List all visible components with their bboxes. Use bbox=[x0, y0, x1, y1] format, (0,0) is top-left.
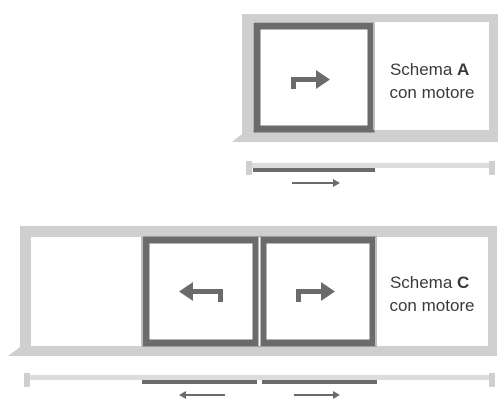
schema-a-track-panel-segment bbox=[253, 168, 375, 172]
schema-a-label: Schema A con motore bbox=[389, 60, 474, 102]
schema-c-track-right-segment bbox=[262, 380, 377, 384]
schema-c-left-direction-arrow-icon bbox=[179, 391, 225, 399]
schema-a-subtitle: con motore bbox=[389, 83, 474, 102]
arrow-turn-left-icon bbox=[179, 282, 223, 302]
schema-c-track-left-segment bbox=[142, 380, 257, 384]
schema-a-track bbox=[246, 161, 495, 175]
schema-a-group: Schema A con motore bbox=[232, 14, 498, 187]
schema-c-title-letter: C bbox=[457, 273, 469, 292]
schema-c-base bbox=[8, 347, 497, 356]
schema-a-direction-arrow-icon bbox=[292, 179, 340, 187]
schema-c-group: Schema C con motore bbox=[8, 226, 497, 399]
schema-c-track bbox=[24, 373, 495, 387]
schema-c-subtitle: con motore bbox=[389, 296, 474, 315]
schema-a-title-letter: A bbox=[457, 60, 469, 79]
schema-c-right-direction-arrow-icon bbox=[294, 391, 340, 399]
schema-a-title-prefix: Schema bbox=[390, 60, 457, 79]
schema-a-base bbox=[232, 134, 498, 142]
schema-c-label: Schema C con motore bbox=[389, 273, 474, 315]
schema-c-title-prefix: Schema bbox=[390, 273, 457, 292]
arrow-turn-right-icon bbox=[291, 70, 330, 89]
arrow-turn-right-icon bbox=[296, 282, 335, 302]
schema-a-sliding-panel bbox=[253, 22, 375, 133]
